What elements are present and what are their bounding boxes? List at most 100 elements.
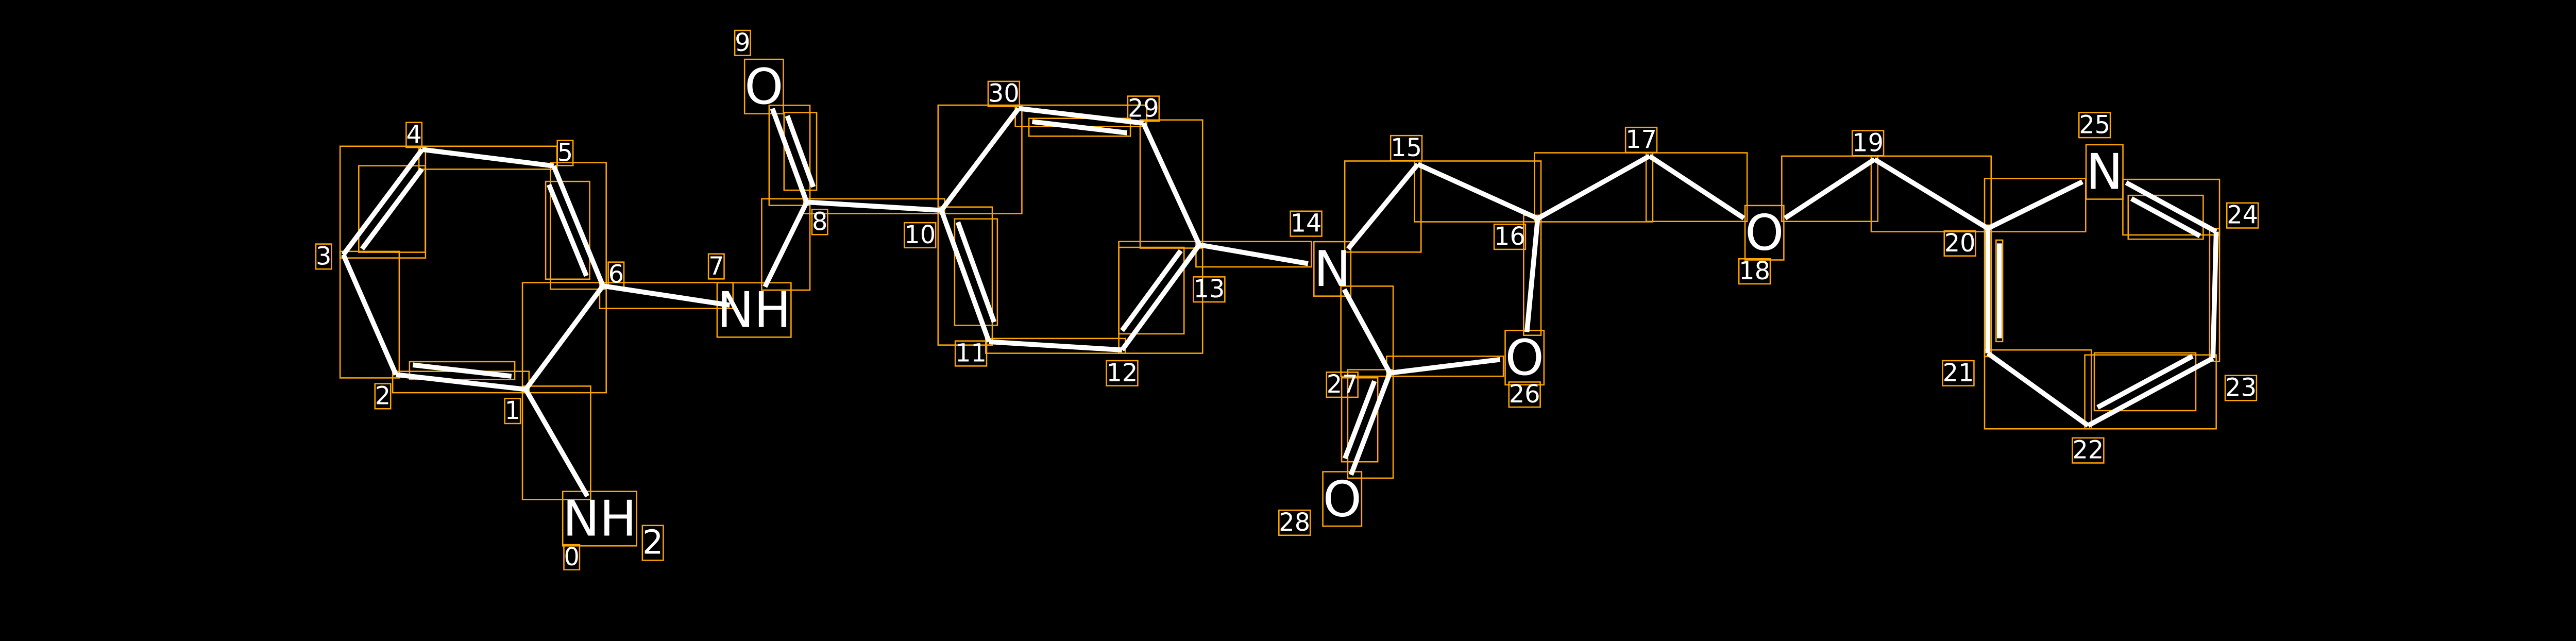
bond-box bbox=[1139, 119, 1204, 249]
bounding-boxes bbox=[315, 29, 2259, 571]
bond-10-11 bbox=[939, 209, 992, 343]
label-box bbox=[811, 209, 828, 235]
atom-index-29: 29 bbox=[1128, 94, 1159, 123]
label-box bbox=[563, 544, 581, 571]
bond-box bbox=[521, 385, 591, 500]
atom-label-26: O bbox=[1505, 329, 1544, 386]
atom-index-4: 4 bbox=[406, 121, 421, 149]
atom-index-25: 25 bbox=[2079, 111, 2110, 139]
double-bond-line bbox=[360, 167, 424, 251]
double-bond-line bbox=[2130, 196, 2201, 239]
bond-box bbox=[1340, 285, 1394, 377]
bond-box bbox=[2122, 178, 2221, 236]
bond-box bbox=[2093, 352, 2197, 412]
atom-index-27: 27 bbox=[1327, 370, 1358, 399]
label-box bbox=[1322, 471, 1363, 527]
label-box bbox=[734, 29, 751, 56]
bond-box bbox=[599, 282, 734, 309]
label-box bbox=[556, 140, 574, 166]
bond-box bbox=[2084, 354, 2217, 430]
label-box bbox=[504, 398, 521, 425]
bond-11-12 bbox=[989, 339, 1123, 352]
atom-label-subscript: 2 bbox=[642, 524, 664, 562]
double-bond-line bbox=[2096, 353, 2194, 410]
atom-index-6: 6 bbox=[608, 260, 624, 289]
bond-box bbox=[1984, 178, 2087, 232]
bond-16-26 bbox=[1524, 218, 1540, 332]
label-box bbox=[716, 282, 792, 338]
label-box bbox=[1851, 130, 1885, 157]
atom-index-13: 13 bbox=[1194, 275, 1225, 303]
label-box bbox=[1738, 258, 1771, 285]
bond-29-30 bbox=[1018, 106, 1144, 126]
bond-box bbox=[1781, 155, 1879, 223]
label-box bbox=[1106, 360, 1139, 386]
atom-index-9: 9 bbox=[735, 29, 750, 57]
atom-index-10: 10 bbox=[904, 221, 936, 249]
bond-6-1 bbox=[523, 284, 605, 391]
bond-box bbox=[2127, 194, 2204, 240]
atom-label-14: N bbox=[1314, 240, 1351, 298]
label-box bbox=[1290, 210, 1323, 237]
bond-25-24 bbox=[2125, 180, 2217, 234]
bond-26-27 bbox=[1389, 357, 1501, 376]
bond-18-19 bbox=[1784, 157, 1876, 221]
bond-27-28 bbox=[1348, 372, 1393, 476]
bond-30-10 bbox=[939, 107, 1021, 212]
atom-index-7: 7 bbox=[708, 252, 724, 281]
atom-label-7: NH bbox=[717, 281, 791, 339]
label-box bbox=[1278, 509, 1311, 536]
bond-box bbox=[1984, 224, 1992, 358]
double-bond-line bbox=[547, 183, 589, 277]
label-box bbox=[1508, 381, 1541, 408]
bond-23-22 bbox=[2087, 356, 2214, 428]
atom-index-24: 24 bbox=[2227, 201, 2258, 230]
bond-box bbox=[1341, 377, 1379, 463]
label-box bbox=[954, 340, 988, 367]
label-box bbox=[562, 491, 637, 547]
atom-label-0: NH bbox=[563, 490, 636, 548]
atom-index-1: 1 bbox=[505, 397, 520, 425]
bonds bbox=[341, 106, 2219, 498]
atom-index-20: 20 bbox=[1944, 229, 1976, 258]
bond-1-0 bbox=[523, 388, 590, 498]
label-box bbox=[1389, 134, 1423, 162]
atom-index-15: 15 bbox=[1391, 134, 1422, 162]
double-bond-line bbox=[1031, 119, 1128, 136]
bond-19-20 bbox=[1873, 157, 1989, 231]
atom-index-5: 5 bbox=[557, 139, 573, 167]
label-box bbox=[1493, 224, 1527, 250]
bond-4-5 bbox=[421, 147, 554, 168]
bond-box bbox=[1347, 369, 1394, 479]
bond-box bbox=[1344, 160, 1422, 253]
bond-box bbox=[1118, 246, 1185, 335]
double-bond-line bbox=[785, 115, 816, 188]
label-box bbox=[2226, 202, 2259, 229]
atom-index-2: 2 bbox=[375, 382, 391, 410]
label-box bbox=[904, 222, 937, 249]
bond-box bbox=[545, 180, 590, 280]
bond-20-25 bbox=[1987, 179, 2084, 231]
bond-box bbox=[1645, 152, 1748, 222]
atom-index-14: 14 bbox=[1291, 210, 1322, 238]
bond-box bbox=[1870, 155, 1992, 232]
label-box bbox=[1504, 329, 1545, 386]
bond-box bbox=[339, 250, 400, 379]
bond-13-14 bbox=[1198, 242, 1309, 266]
bond-box bbox=[1414, 160, 1542, 223]
atom-index-11: 11 bbox=[955, 340, 987, 368]
bond-box bbox=[954, 218, 998, 326]
label-box bbox=[743, 58, 784, 114]
bond-box bbox=[409, 361, 516, 380]
label-box bbox=[1624, 126, 1658, 154]
label-box bbox=[2078, 112, 2111, 139]
bond-27-14 bbox=[1342, 288, 1392, 375]
bond-box bbox=[521, 282, 607, 394]
atom-index-21: 21 bbox=[1943, 359, 1974, 387]
label-box bbox=[1943, 230, 1976, 257]
bond-14-15 bbox=[1346, 162, 1420, 250]
